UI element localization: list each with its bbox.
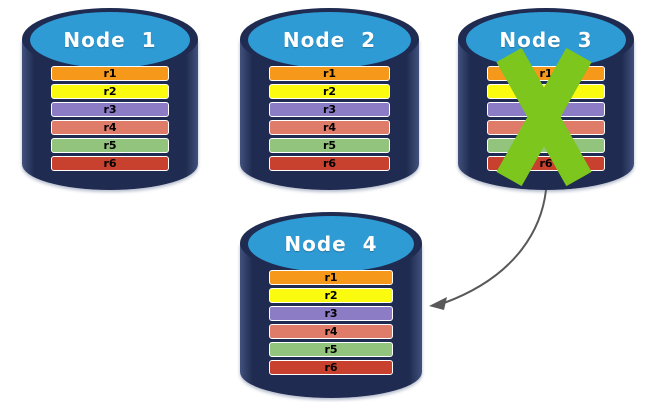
node-3-replica-r3: r3 — [487, 102, 605, 117]
node-3-replica-r5: r5 — [487, 138, 605, 153]
node-1-replica-r6: r6 — [51, 156, 169, 171]
node-2-cylinder-cap — [248, 12, 411, 68]
node-1-replica-list: r1 r2 r3 r4 r5 r6 — [51, 66, 169, 174]
node-4-cylinder-cap — [248, 216, 414, 272]
node-3-title: Node 3 — [499, 28, 593, 52]
node-3-cylinder: Node 3 r1 r2 r3 r4 r5 r6 — [458, 8, 634, 190]
node-1-replica-r2: r2 — [51, 84, 169, 99]
node-1-replica-r3: r3 — [51, 102, 169, 117]
node-2-replica-r1: r1 — [269, 66, 390, 81]
node-3-replica-r1: r1 — [487, 66, 605, 81]
node-2-replica-r2: r2 — [269, 84, 390, 99]
node-1-cylinder-cap — [30, 12, 190, 68]
node-1-title: Node 1 — [63, 28, 157, 52]
node-3-replica-r6: r6 — [487, 156, 605, 171]
node-4-replica-r5: r5 — [269, 342, 393, 357]
failover-arrow-head-icon — [429, 297, 447, 310]
node-2-replica-list: r1 r2 r3 r4 r5 r6 — [269, 66, 390, 174]
node-2-replica-r5: r5 — [269, 138, 390, 153]
node-4-replica-r1: r1 — [269, 270, 393, 285]
node-4-replica-r2: r2 — [269, 288, 393, 303]
node-4-title: Node 4 — [284, 232, 378, 256]
node-3-replica-list: r1 r2 r3 r4 r5 r6 — [487, 66, 605, 174]
failover-arrow — [429, 189, 547, 310]
node-4-replica-r3: r3 — [269, 306, 393, 321]
node-4-replica-r4: r4 — [269, 324, 393, 339]
node-4-cylinder: Node 4 r1 r2 r3 r4 r5 r6 — [240, 212, 422, 398]
node-2-title: Node 2 — [282, 28, 377, 52]
node-1-replica-r1: r1 — [51, 66, 169, 81]
node-1-replica-r5: r5 — [51, 138, 169, 153]
node-2-cylinder: Node 2 r1 r2 r3 r4 r5 r6 — [240, 8, 419, 190]
node-4-replica-r6: r6 — [269, 360, 393, 375]
node-1-cylinder: Node 1 r1 r2 r3 r4 r5 r6 — [22, 8, 198, 190]
failover-arrow-line — [443, 189, 547, 304]
node-3-replica-r2: r2 — [487, 84, 605, 99]
node-1-replica-r4: r4 — [51, 120, 169, 135]
node-2-replica-r3: r3 — [269, 102, 390, 117]
node-2-replica-r6: r6 — [269, 156, 390, 171]
node-3-replica-r4: r4 — [487, 120, 605, 135]
node-4-replica-list: r1 r2 r3 r4 r5 r6 — [269, 270, 393, 378]
node-2-replica-r4: r4 — [269, 120, 390, 135]
